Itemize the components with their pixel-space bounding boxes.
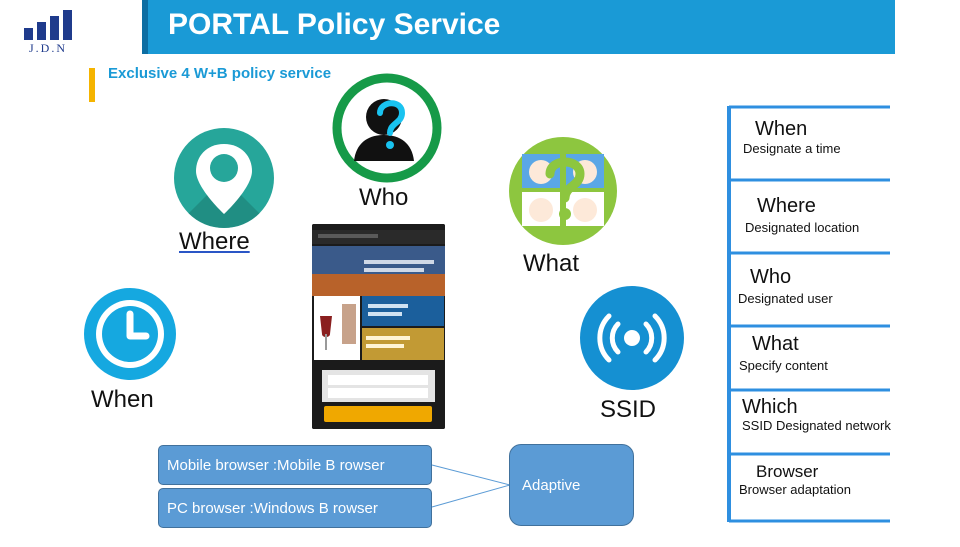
logo-text: J.D.N — [28, 41, 67, 55]
list-item-who-desc: Designated user — [738, 291, 833, 306]
list-item-browser-desc: Browser adaptation — [739, 482, 852, 497]
mobile-browser-box: Mobile browser :Mobile B rowser — [158, 445, 432, 485]
list-item-which-desc: SSID Designated network — [742, 418, 891, 433]
adaptive-box: Adaptive — [509, 444, 634, 526]
list-item-who-title: Who — [750, 266, 792, 288]
what-label: What — [523, 250, 580, 277]
list-item-where-desc: Designated location — [745, 220, 860, 235]
list-item-browser-title: Browser — [756, 462, 819, 481]
header-accent — [142, 0, 148, 54]
header-bar — [142, 0, 895, 54]
phone-login-mockup — [312, 224, 445, 429]
list-item-which-title: Which — [742, 396, 798, 418]
policy-list: When Designate a time Where Designated l… — [724, 104, 894, 524]
list-item-when-desc: Designate a time — [743, 141, 841, 156]
subtitle: Exclusive 4 W+B policy service — [108, 65, 332, 82]
bar-chart-icon — [24, 10, 72, 40]
clock-icon — [84, 288, 176, 380]
who-label: Who — [359, 184, 409, 211]
company-logo: J.D.N — [18, 10, 78, 55]
list-bracket — [727, 105, 890, 523]
ssid-label: SSID — [600, 396, 657, 423]
wireless-signal-icon — [580, 286, 684, 390]
list-item-where-title: Where — [757, 195, 816, 217]
where-label: Where — [179, 228, 250, 255]
list-item-when-title: When — [755, 118, 808, 140]
connector-lines — [431, 464, 511, 508]
pc-browser-box: PC browser :Windows B rowser — [158, 488, 432, 528]
unknown-user-icon — [332, 73, 442, 183]
subtitle-accent — [89, 68, 95, 102]
location-pin-icon — [174, 128, 274, 228]
list-item-what-title: What — [752, 333, 799, 355]
portal-login-screenshot — [312, 224, 445, 429]
when-label: When — [91, 386, 154, 413]
list-item-what-desc: Specify content — [739, 358, 828, 373]
question-content-icon — [509, 137, 617, 245]
page-title: PORTAL Policy Service — [168, 8, 501, 41]
